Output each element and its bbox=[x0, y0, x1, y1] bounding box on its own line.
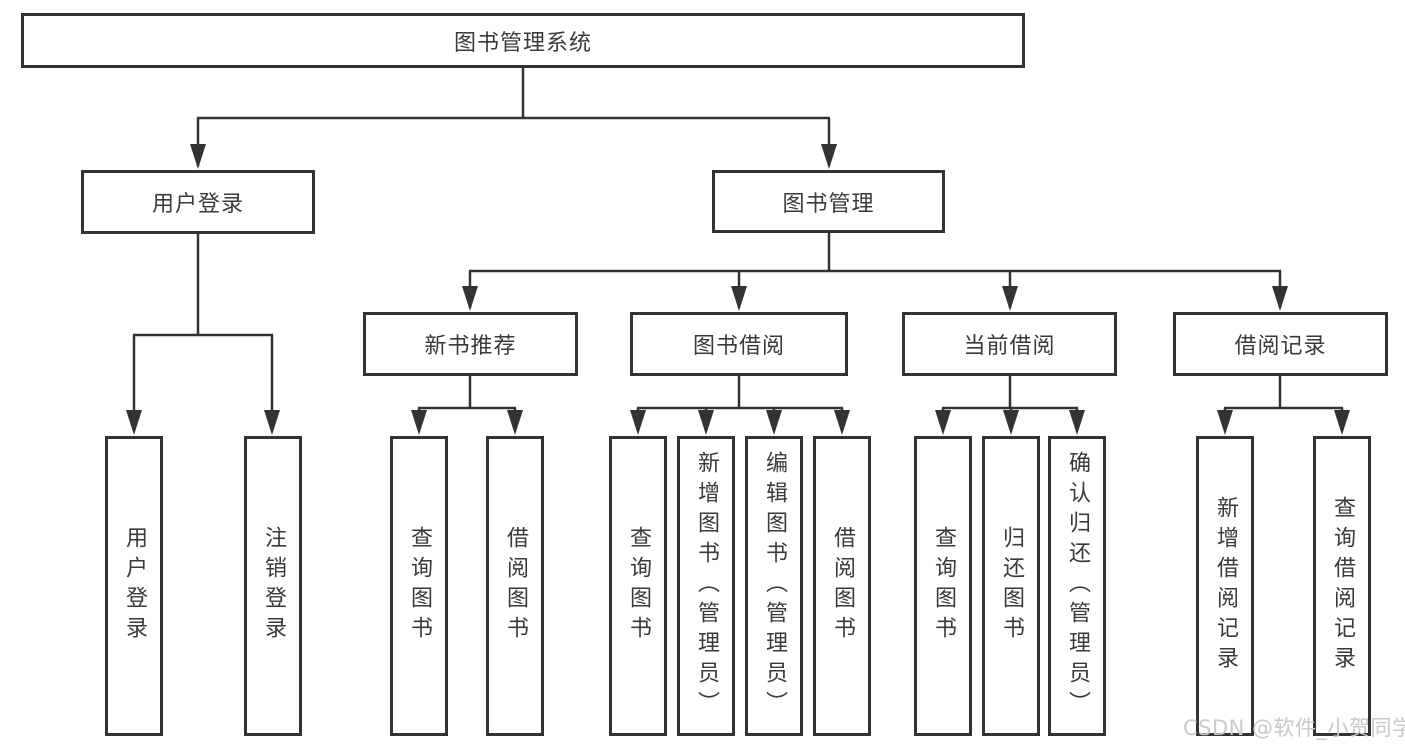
leaf-query-books-recommend: 查询图书 bbox=[390, 436, 448, 736]
leaf-query-books-borrowing-label: 查询图书 bbox=[626, 526, 651, 646]
node-current-borrowing: 当前借阅 bbox=[902, 312, 1117, 376]
leaf-confirm-return-admin: 确认归还（管理员） bbox=[1048, 436, 1106, 736]
leaf-borrow-books-borrowing-label: 借阅图书 bbox=[830, 526, 855, 646]
node-borrowing-records-label: 借阅记录 bbox=[1234, 334, 1327, 359]
leaf-borrow-books-recommend: 借阅图书 bbox=[486, 436, 544, 736]
leaf-return-book: 归还图书 bbox=[982, 436, 1040, 736]
leaf-edit-book-admin-label: 编辑图书（管理员） bbox=[762, 451, 787, 721]
leaf-logout: 注销登录 bbox=[244, 436, 302, 736]
node-new-book-recommendation-label: 新书推荐 bbox=[424, 334, 517, 359]
leaf-add-borrow-record-label: 新增借阅记录 bbox=[1213, 496, 1238, 676]
leaf-add-borrow-record: 新增借阅记录 bbox=[1196, 436, 1254, 736]
node-new-book-recommendation: 新书推荐 bbox=[363, 312, 578, 376]
leaf-user-login: 用户登录 bbox=[105, 436, 163, 736]
arrowheads bbox=[126, 144, 1350, 435]
node-borrowing-records: 借阅记录 bbox=[1173, 312, 1388, 376]
node-user-login: 用户登录 bbox=[81, 170, 315, 234]
leaf-query-books-current-label: 查询图书 bbox=[931, 526, 956, 646]
node-user-login-label: 用户登录 bbox=[151, 192, 244, 217]
node-root-system: 图书管理系统 bbox=[21, 13, 1025, 68]
node-book-borrowing-label: 图书借阅 bbox=[692, 334, 785, 359]
node-current-borrowing-label: 当前借阅 bbox=[963, 334, 1056, 359]
leaf-query-borrow-record: 查询借阅记录 bbox=[1313, 436, 1371, 736]
node-root-system-label: 图书管理系统 bbox=[453, 30, 592, 56]
leaf-edit-book-admin: 编辑图书（管理员） bbox=[745, 436, 803, 736]
leaf-add-book-admin: 新增图书（管理员） bbox=[677, 436, 735, 736]
node-book-borrowing: 图书借阅 bbox=[630, 312, 848, 376]
leaf-borrow-books-recommend-label: 借阅图书 bbox=[503, 526, 528, 646]
node-book-management-label: 图书管理 bbox=[782, 191, 875, 217]
leaf-confirm-return-admin-label: 确认归还（管理员） bbox=[1065, 451, 1090, 721]
leaf-user-login-label: 用户登录 bbox=[122, 526, 147, 646]
leaf-query-books-current: 查询图书 bbox=[914, 436, 972, 736]
leaf-query-borrow-record-label: 查询借阅记录 bbox=[1330, 496, 1355, 676]
leaf-return-book-label: 归还图书 bbox=[999, 526, 1024, 646]
leaf-query-books-borrowing: 查询图书 bbox=[609, 436, 667, 736]
leaf-query-books-recommend-label: 查询图书 bbox=[407, 526, 432, 646]
node-book-management: 图书管理 bbox=[712, 170, 945, 233]
leaf-borrow-books-borrowing: 借阅图书 bbox=[813, 436, 871, 736]
leaf-add-book-admin-label: 新增图书（管理员） bbox=[694, 451, 719, 721]
csdn-watermark: CSDN @软件_小贺同学 bbox=[1183, 716, 1405, 740]
leaf-logout-label: 注销登录 bbox=[261, 526, 286, 646]
